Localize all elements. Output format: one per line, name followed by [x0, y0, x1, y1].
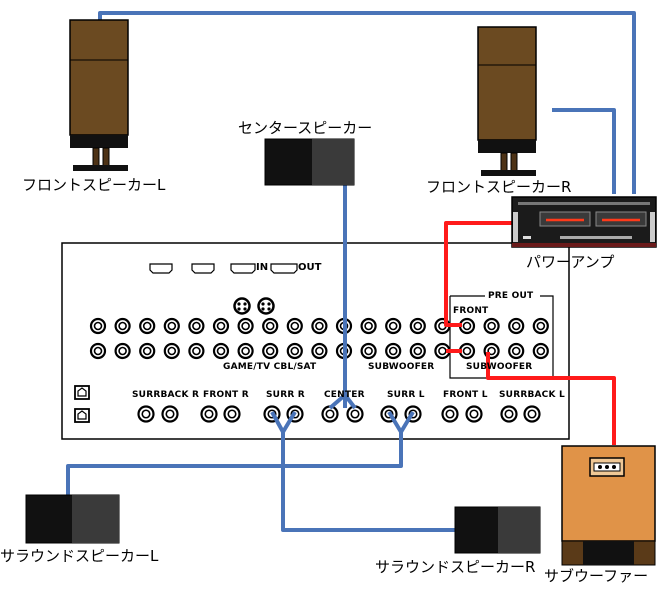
front-r-label: FRONT R: [203, 390, 249, 400]
rca-jack: [188, 317, 205, 335]
surr-l-label: SURR L: [387, 390, 425, 400]
rca-jack: [385, 317, 402, 335]
speaker-terminal: [346, 405, 364, 423]
cable-surround-left: [66, 410, 415, 495]
rca-jack: [360, 342, 377, 360]
center-terminal-label: CENTER: [324, 390, 365, 400]
rca-jack: [409, 317, 426, 335]
surrback-r-label: SURRBACK R: [132, 390, 200, 400]
rca-jack: [385, 342, 402, 360]
front-l-label: FRONT L: [443, 390, 488, 400]
surrback-l-label: SURRBACK L: [499, 390, 565, 400]
speaker-terminal: [441, 405, 459, 423]
speaker-terminal-row: [137, 405, 541, 423]
subwoofer-label: サブウーファー: [544, 567, 649, 585]
game-cbl-sat-label: GAME/TV CBL/SAT: [223, 362, 317, 372]
pre-out-front-label: FRONT: [453, 306, 489, 316]
subwoofer-row-label: SUBWOOFER: [368, 362, 435, 372]
rca-jack: [458, 342, 476, 360]
speaker-terminal: [137, 405, 155, 423]
optical-port: [74, 385, 90, 400]
hdmi-out-port: [270, 263, 298, 274]
speaker-terminal: [223, 405, 241, 423]
pre-out-subwoofer-label: SUBWOOFER: [466, 362, 533, 372]
av-receiver-back-panel: [61, 242, 570, 440]
rca-jack: [262, 317, 279, 335]
power-amplifier: [511, 196, 657, 248]
hdmi-in-label: IN: [256, 262, 269, 273]
cable-preout-subwoofer: [486, 352, 616, 445]
rca-jack-row-bottom: [89, 342, 549, 360]
optical-port: [74, 408, 90, 423]
speaker-terminal: [523, 405, 541, 423]
rca-jack: [286, 317, 303, 335]
rca-jack: [409, 342, 426, 360]
surround-left-speaker-label: サラウンドスピーカーL: [0, 547, 159, 565]
speaker-terminal: [500, 405, 518, 423]
front-right-speaker: [477, 26, 537, 176]
front-left-speaker-label: フロントスピーカーL: [22, 176, 166, 194]
rca-jack: [286, 342, 303, 360]
s-video-port: [233, 297, 251, 315]
speaker-terminal: [321, 405, 339, 423]
center-speaker: [264, 138, 355, 186]
cable-center-split-left: [328, 393, 347, 410]
preout-cables: [444, 221, 616, 445]
speaker-cables: [66, 11, 636, 532]
rca-jack: [532, 342, 549, 360]
hdmi-in-port: [230, 263, 256, 274]
rca-jack: [532, 317, 549, 335]
rca-jack: [237, 317, 254, 335]
rca-jack: [163, 317, 180, 335]
front-right-speaker-label: フロントスピーカーR: [426, 178, 572, 196]
surround-right-speaker: [454, 506, 541, 554]
cable-preout-front: [444, 221, 512, 353]
rca-jack: [237, 342, 254, 360]
rca-jack: [163, 342, 180, 360]
s-video-port: [257, 297, 275, 315]
speaker-terminal: [161, 405, 179, 423]
rca-jack: [311, 342, 328, 360]
rca-jack: [139, 317, 156, 335]
power-amp-label: パワーアンプ: [526, 253, 615, 271]
surr-r-label: SURR R: [266, 390, 305, 400]
rca-jack: [483, 317, 500, 335]
subwoofer-unit: [561, 445, 656, 566]
cable-front-right: [552, 108, 616, 194]
surround-left-speaker: [25, 494, 120, 544]
speaker-terminal: [465, 405, 483, 423]
hdmi-out-label: OUT: [298, 262, 322, 273]
cable-front-left: [98, 11, 636, 194]
rca-jack: [212, 317, 230, 335]
rca-jack: [114, 317, 131, 335]
rca-jack: [360, 317, 377, 335]
speaker-terminal: [200, 405, 218, 423]
cable-center-split-right: [343, 393, 357, 410]
rca-jack: [114, 342, 131, 360]
rca-jack: [89, 317, 107, 335]
rca-jack: [139, 342, 156, 360]
rca-jack: [458, 317, 476, 335]
hdmi-port: [149, 263, 173, 274]
rca-jack: [262, 342, 279, 360]
rca-jack: [311, 317, 328, 335]
rca-jack: [188, 342, 205, 360]
center-speaker-label: センタースピーカー: [238, 119, 373, 137]
rca-jack: [508, 317, 525, 335]
rca-jack: [212, 342, 230, 360]
rca-jack: [508, 342, 525, 360]
rca-jack: [89, 342, 107, 360]
hdmi-port: [191, 263, 215, 274]
front-left-speaker: [69, 19, 129, 171]
surround-right-speaker-label: サラウンドスピーカーR: [375, 558, 536, 576]
pre-out-label: PRE OUT: [488, 291, 534, 301]
